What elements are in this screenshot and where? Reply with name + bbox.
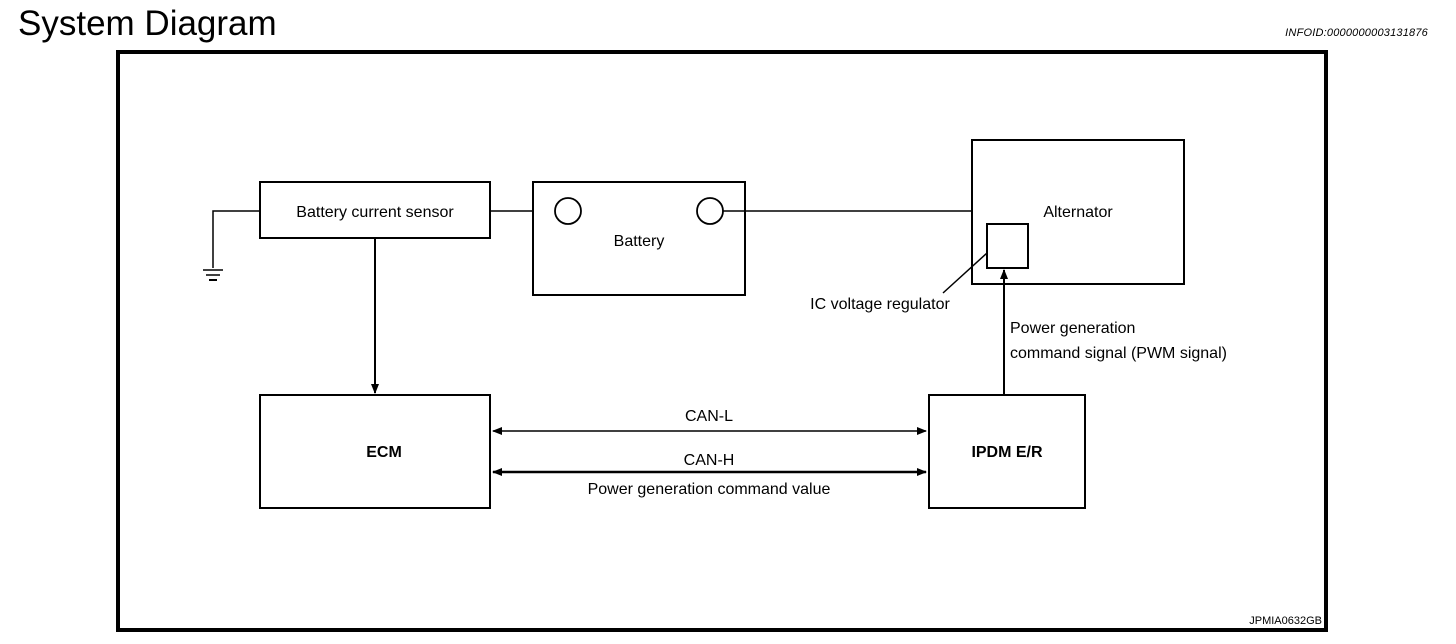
battery-terminal-negative-icon <box>554 197 582 225</box>
ipdm-block: IPDM E/R <box>928 394 1086 509</box>
battery-block: Battery <box>532 181 746 296</box>
info-id: INFOID:0000000003131876 <box>1285 27 1428 39</box>
battery-terminal-positive-icon <box>696 197 724 225</box>
ic-voltage-regulator-label: IC voltage regulator <box>810 296 950 313</box>
battery-current-sensor-block: Battery current sensor <box>259 181 491 239</box>
alternator-block: Alternator <box>971 139 1185 285</box>
figure-id: JPMIA0632GB <box>1249 615 1322 627</box>
power-generation-command-value-label: Power generation command value <box>588 481 831 498</box>
battery-current-sensor-label: Battery current sensor <box>296 204 454 221</box>
ic-regulator-leader-line <box>942 252 988 294</box>
page-title: System Diagram <box>18 4 277 43</box>
alternator-label: Alternator <box>1043 204 1113 221</box>
pwm-signal-label-line1: Power generation <box>1010 320 1135 337</box>
can-l-label: CAN-L <box>685 408 733 425</box>
pwm-signal-label-line2: command signal (PWM signal) <box>1010 345 1227 362</box>
battery-label: Battery <box>614 233 665 250</box>
ecm-block: ECM <box>259 394 491 509</box>
ipdm-label: IPDM E/R <box>971 444 1043 461</box>
ic-voltage-regulator-block <box>986 223 1029 269</box>
ecm-label: ECM <box>366 444 402 461</box>
can-h-label: CAN-H <box>684 452 735 469</box>
diagram-frame <box>116 50 1328 632</box>
ground-icon <box>203 210 260 281</box>
